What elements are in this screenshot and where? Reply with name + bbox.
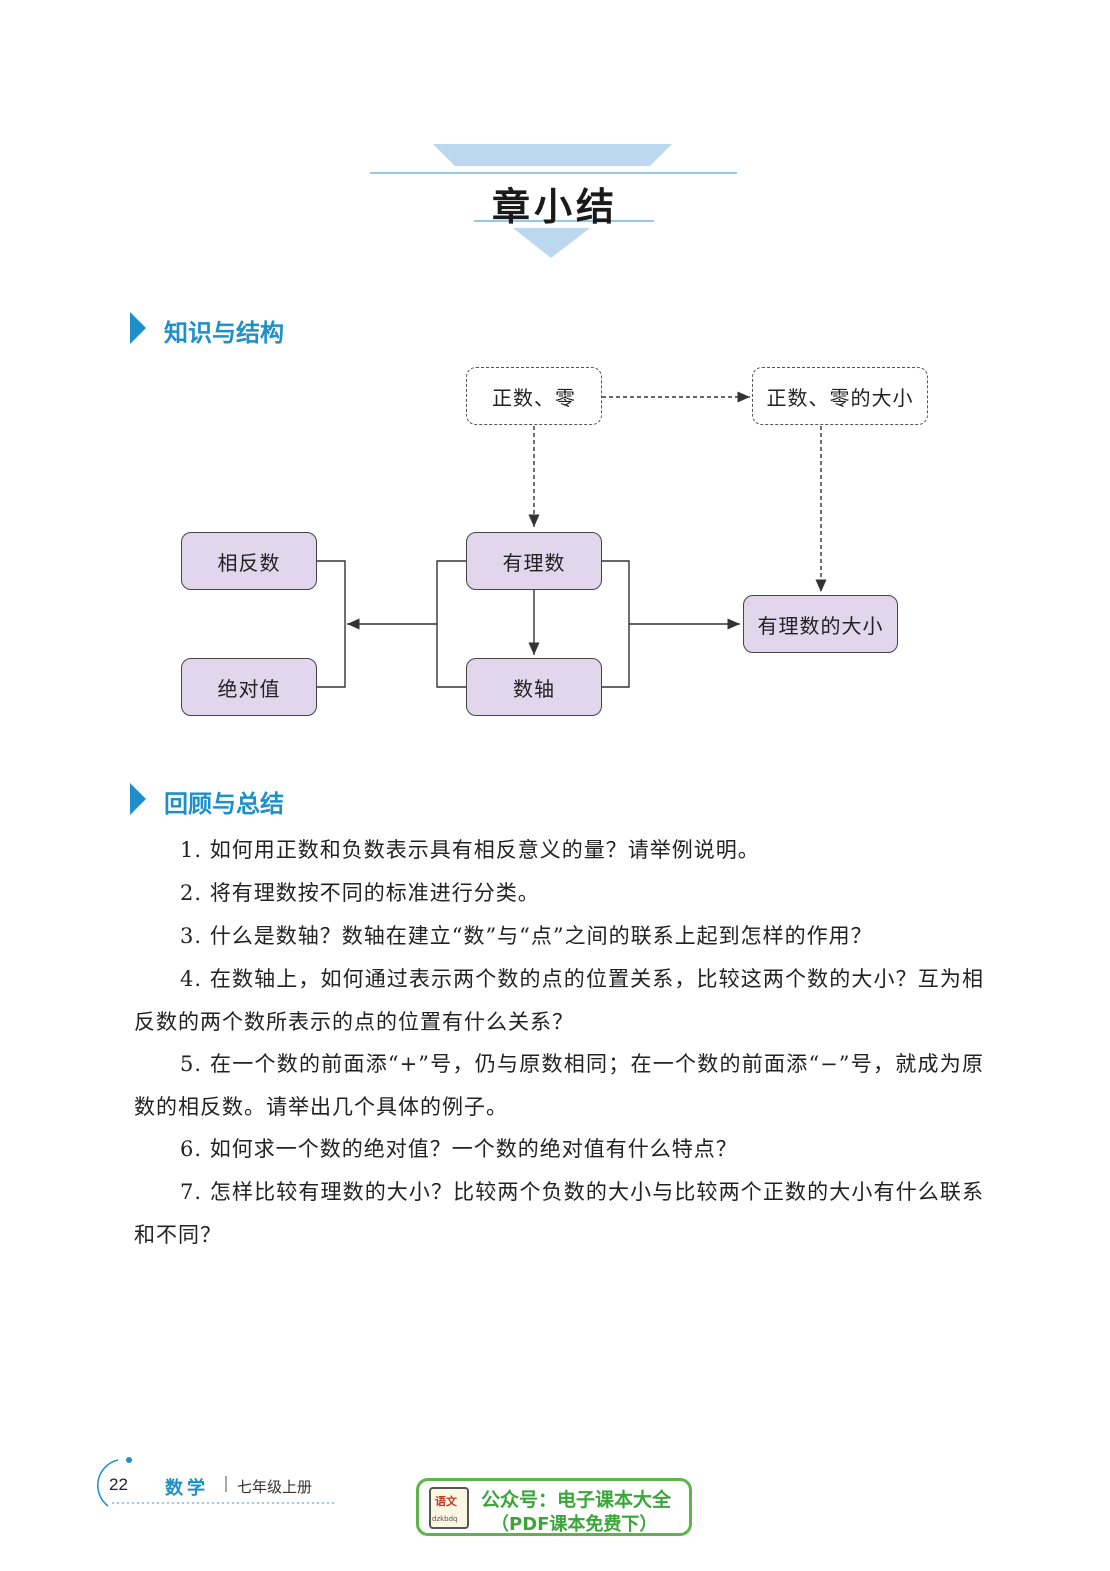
promo-line1: 公众号：电子课本大全	[481, 1489, 672, 1511]
question-7: 7. 怎样比较有理数的大小？比较两个负数的大小与比较两个正数的大小有什么联系和不…	[134, 1180, 984, 1247]
question-5: 5. 在一个数的前面添“+”号，仍与原数相同；在一个数的前面添“−”号，就成为原…	[134, 1052, 984, 1119]
page-number: 22	[109, 1475, 128, 1494]
book-icon-caption: dzkbdq	[432, 1515, 458, 1523]
edge-right-bracket	[601, 560, 630, 688]
question-1: 1. 如何用正数和负数表示具有相反意义的量？请举例说明。	[180, 838, 760, 862]
node-absolute: 绝对值	[181, 658, 317, 716]
promo-line2: （PDF课本免费下）	[491, 1514, 658, 1535]
footer-arc	[97, 1459, 119, 1507]
footer-decoration	[97, 1457, 335, 1507]
book-icon: 语文 dzkbdq	[429, 1487, 469, 1529]
section-title-review: 回顾与总结	[164, 790, 284, 818]
section-title-structure: 知识与结构	[164, 319, 284, 347]
node-opposite: 相反数	[181, 532, 317, 590]
footer-subject: 数学	[165, 1478, 209, 1499]
section-marker-icon	[130, 783, 146, 815]
node-rational: 有理数	[466, 532, 602, 590]
chapter-title: 章小结	[491, 184, 618, 229]
banner-top-trapezoid	[433, 144, 672, 166]
node-positive-zero: 正数、零	[466, 367, 602, 425]
banner-bottom-triangle	[513, 228, 590, 258]
edge-left-bracket	[436, 560, 466, 688]
edge-left-group-bracket	[317, 560, 346, 688]
promo-badge: 语文 dzkbdq 公众号：电子课本大全 （PDF课本免费下）	[416, 1478, 692, 1536]
question-2: 2. 将有理数按不同的标准进行分类。	[180, 881, 540, 905]
question-4: 4. 在数轴上，如何通过表示两个数的点的位置关系，比较这两个数的大小？互为相反数…	[134, 967, 984, 1034]
book-icon-label: 语文	[435, 1495, 457, 1508]
node-number-line: 数轴	[466, 658, 602, 716]
section-marker-icon	[130, 312, 146, 344]
footer-dot	[126, 1457, 132, 1463]
question-3: 3. 什么是数轴？数轴在建立“数”与“点”之间的联系上起到怎样的作用？	[180, 924, 873, 948]
footer-grade: 七年级上册	[237, 1478, 313, 1496]
node-rational-size: 有理数的大小	[743, 595, 898, 653]
title-banner	[370, 144, 737, 258]
question-6: 6. 如何求一个数的绝对值？一个数的绝对值有什么特点？	[180, 1137, 738, 1161]
node-positive-zero-size: 正数、零的大小	[752, 367, 928, 425]
diagram-connectors	[317, 391, 827, 688]
